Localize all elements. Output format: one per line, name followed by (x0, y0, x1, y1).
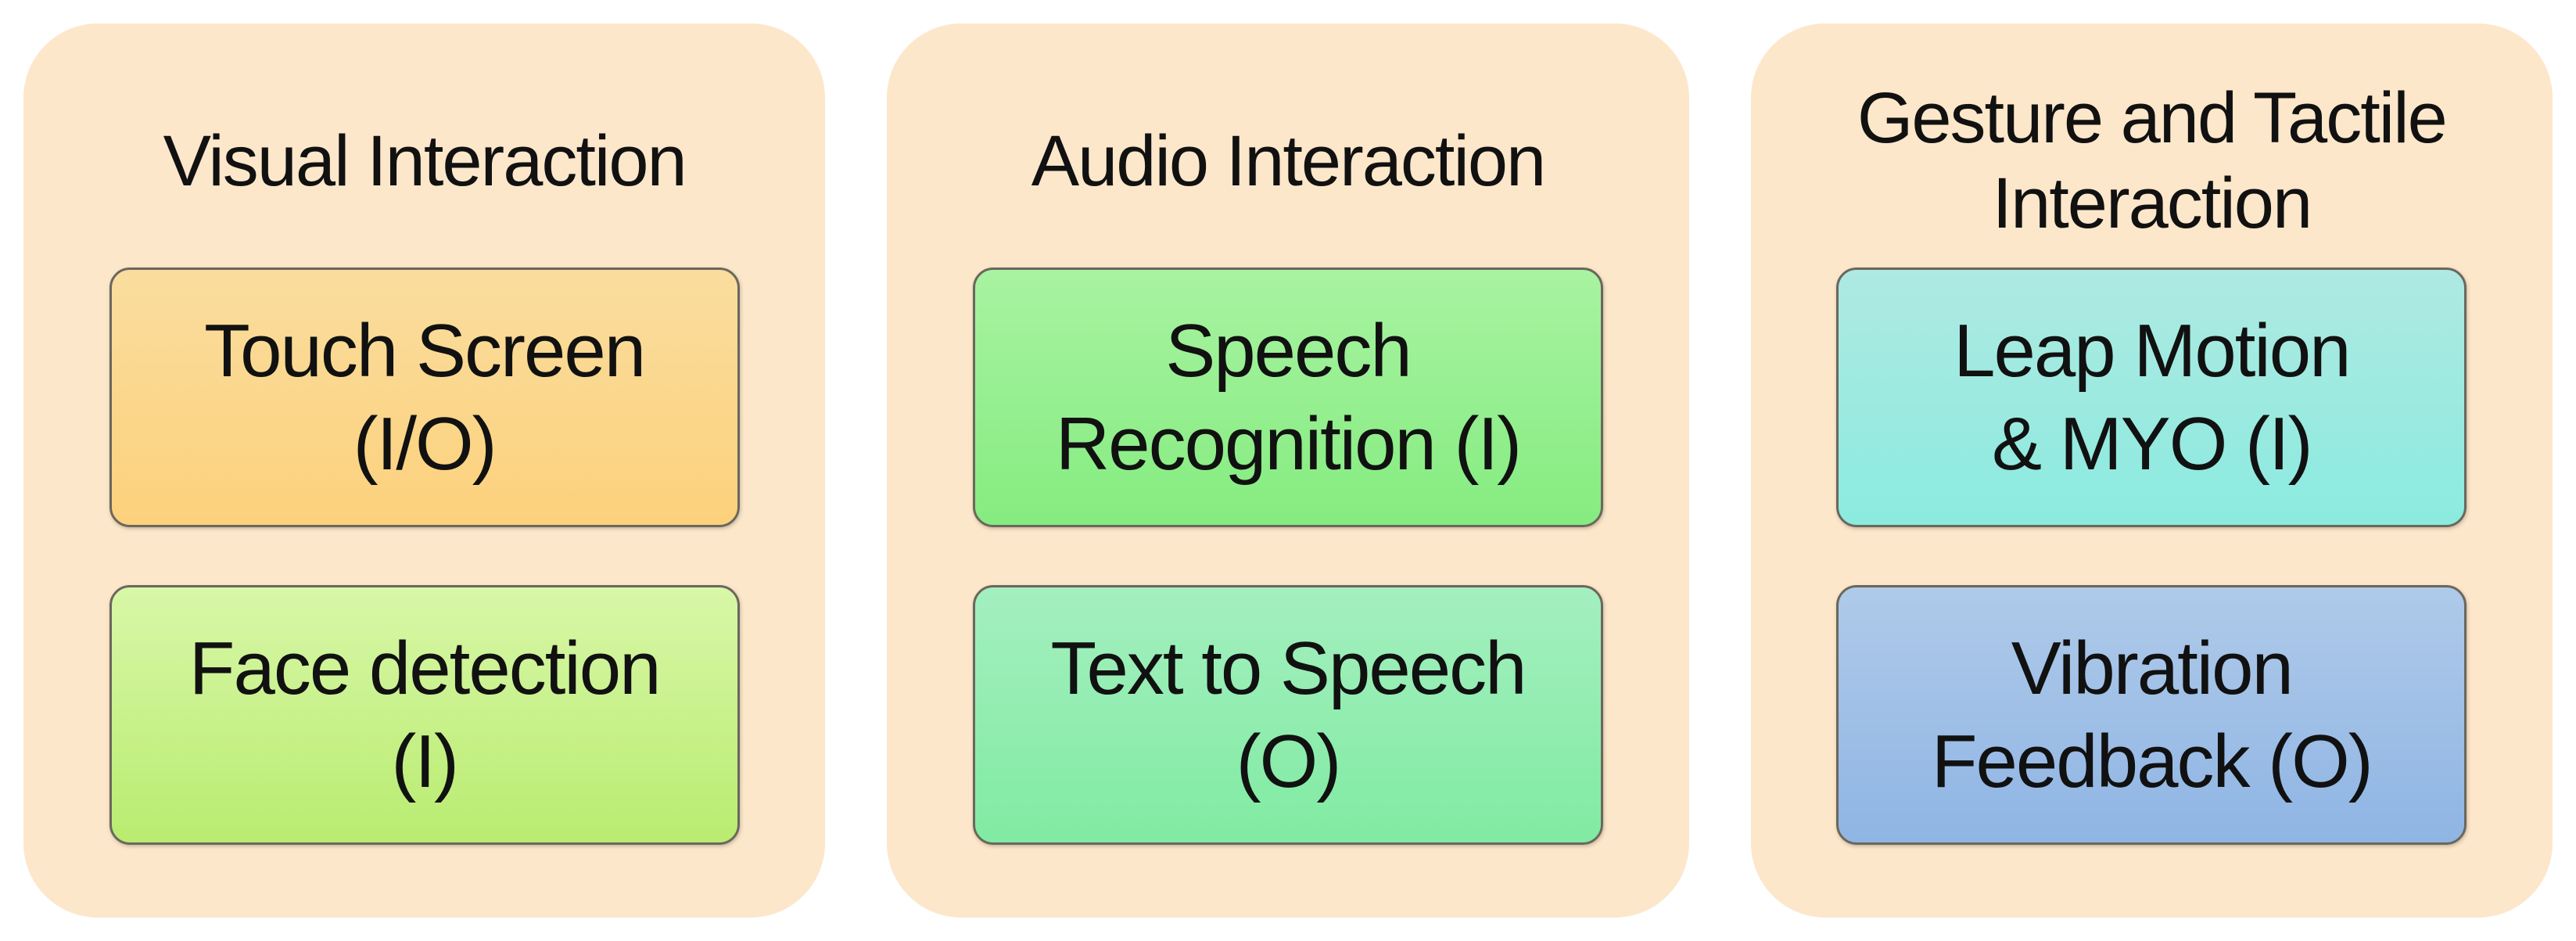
node-label-line: Feedback (O) (1931, 720, 2373, 803)
node-label-line: Recognition (I) (1055, 402, 1522, 486)
panel-title-line: Gesture and Tactile (1857, 78, 2448, 159)
node-label-line: Text to Speech (1050, 626, 1527, 710)
node-speech-recognition: Speech Recognition (I) (972, 268, 1603, 527)
node-vibration-feedback: Vibration Feedback (O) (1836, 585, 2467, 845)
panel-gesture-tactile-interaction: Gesture and Tactile Interaction Leap Mot… (1750, 23, 2553, 918)
node-label-line: (O) (1236, 720, 1342, 803)
panel-audio-interaction: Audio Interaction Speech Recognition (I)… (887, 23, 1689, 918)
node-label-line: Speech (1165, 308, 1412, 393)
node-label-line: (I) (391, 720, 459, 803)
node-label-line: Vibration (2011, 626, 2294, 710)
panel-title-line: Interaction (1992, 163, 2313, 243)
node-label-line: (I/O) (353, 402, 497, 486)
node-leap-motion-myo: Leap Motion & MYO (I) (1836, 268, 2467, 527)
panel-title-visual-interaction: Visual Interaction (163, 55, 687, 268)
node-label-line: Face detection (188, 626, 662, 710)
node-face-detection: Face detection (I) (109, 585, 740, 845)
panel-nodes: Leap Motion & MYO (I) Vibration Feedback… (1836, 268, 2467, 845)
node-label-line: & MYO (I) (1991, 402, 2313, 486)
node-label-line: Touch Screen (204, 308, 646, 393)
panel-title-audio-interaction: Audio Interaction (1031, 55, 1546, 268)
panel-title-gesture-tactile-interaction: Gesture and Tactile Interaction (1857, 55, 2448, 268)
panel-title-line: Visual Interaction (163, 120, 687, 201)
panel-nodes: Speech Recognition (I) Text to Speech (O… (972, 268, 1603, 845)
panel-visual-interaction: Visual Interaction Touch Screen (I/O) Fa… (23, 23, 826, 918)
panel-nodes: Touch Screen (I/O) Face detection (I) (109, 268, 740, 845)
panel-title-line: Audio Interaction (1031, 120, 1546, 201)
node-touch-screen: Touch Screen (I/O) (109, 268, 740, 527)
node-text-to-speech: Text to Speech (O) (972, 585, 1603, 845)
node-label-line: Leap Motion (1954, 308, 2351, 393)
